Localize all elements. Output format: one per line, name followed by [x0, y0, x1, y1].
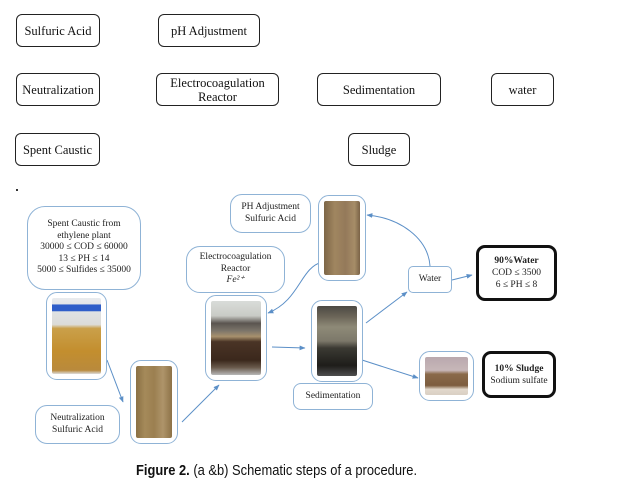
box-sedimentation: Sedimentation: [317, 73, 441, 106]
ph-adjustment-step-box: PH Adjustment Sulfuric Acid: [230, 194, 311, 233]
sludge-result-box: 10% Sludge Sodium sulfate: [482, 351, 556, 398]
sedimentation-step-label: Sedimentation: [305, 390, 361, 401]
water-result-line-1: COD ≤ 3500: [491, 268, 542, 278]
sludge-result-line-1: Sodium sulfate: [490, 375, 548, 386]
neutralization-step-line-2: Sulfuric Acid: [52, 424, 103, 435]
bottle-image: [52, 298, 101, 374]
stray-dot: [16, 189, 18, 191]
spent-caustic-source-box: Spent Caustic from ethylene plant 30000 …: [27, 206, 141, 290]
water-result-box: 90%Water COD ≤ 3500 6 ≤ PH ≤ 8: [476, 245, 557, 301]
arrow-sedimentation-to-sludge: [361, 359, 419, 379]
photo-electrocoagulation-reactor: [205, 295, 267, 381]
arrow-sedimentation-to-water: [365, 291, 408, 324]
neutralization-step-line-1: Neutralization: [50, 413, 105, 423]
neutralization-step-box: Neutralization Sulfuric Acid: [35, 405, 120, 444]
box-electrocoagulation-label-2: Reactor: [198, 89, 237, 104]
figure-caption-text: (a &b) Schematic steps of a procedure.: [189, 462, 418, 479]
box-sludge: Sludge: [348, 133, 410, 166]
box-spent-caustic: Spent Caustic: [15, 133, 100, 166]
box-ph-adjustment-label: pH Adjustment: [170, 23, 248, 38]
neutralized-image: [136, 366, 172, 438]
water-step-label: Water: [418, 273, 442, 284]
spent-caustic-line-1: Spent Caustic from: [47, 219, 121, 230]
water-step-box: Water: [408, 266, 452, 293]
photo-neutralized-sample: [130, 360, 178, 444]
reactor-image: [211, 301, 261, 375]
electrocoagulation-step-box: Electrocoagulation Reactor Fe²⁺: [186, 246, 285, 293]
spent-caustic-line-3: 30000 ≤ COD ≤ 60000: [40, 242, 128, 253]
box-neutralization: Neutralization: [16, 73, 100, 106]
photo-ph-adjusted-sample: [318, 195, 366, 281]
box-sulfuric-acid: Sulfuric Acid: [16, 14, 100, 47]
ph-adjustment-step-line-2: Sulfuric Acid: [245, 213, 296, 224]
arrow-water-to-result: [451, 273, 473, 281]
box-ph-adjustment: pH Adjustment: [158, 14, 260, 47]
sludge-image: [425, 357, 468, 395]
spent-caustic-line-2: ethylene plant: [57, 230, 111, 241]
box-spent-caustic-label: Spent Caustic: [22, 142, 93, 157]
photo-sludge-sample: [419, 351, 474, 401]
ph-adjustment-step-line-1: PH Adjustment: [241, 202, 300, 212]
arrow-reactor-to-sedimentation: [271, 345, 306, 351]
sedimentation-step-box: Sedimentation: [293, 383, 373, 410]
electrocoagulation-step-line-2: Reactor: [220, 263, 251, 274]
figure-caption: Figure 2. (a &b) Schematic steps of a pr…: [136, 462, 417, 479]
box-water-label: water: [508, 82, 537, 97]
sedimentation-image: [317, 306, 357, 376]
figure-caption-label: Figure 2.: [136, 462, 190, 479]
box-electrocoagulation-reactor: Electrocoagulation Reactor: [156, 73, 279, 106]
spent-caustic-line-4: 13 ≤ PH ≤ 14: [58, 253, 110, 264]
water-result-line-2: 6 ≤ PH ≤ 8: [495, 280, 538, 290]
arrow-neutralized-to-reactor: [181, 384, 220, 423]
box-sulfuric-acid-label: Sulfuric Acid: [24, 23, 92, 38]
ph-adjusted-image: [324, 201, 360, 275]
arrow-water-to-ph: [366, 213, 431, 267]
box-neutralization-label: Neutralization: [22, 82, 94, 97]
box-sludge-label: Sludge: [361, 142, 397, 157]
arrow-bottle-to-neutralized: [106, 359, 124, 403]
sludge-result-title: 10% Sludge: [494, 363, 544, 374]
electrocoagulation-step-line-1: Electrocoagulation: [199, 252, 272, 263]
photo-sedimentation-sample: [311, 300, 363, 382]
box-water: water: [491, 73, 554, 106]
electrocoagulation-formula: Fe²⁺: [226, 275, 245, 286]
photo-spent-caustic-bottle: [46, 292, 107, 380]
spent-caustic-line-5: 5000 ≤ Sulfides ≤ 35000: [37, 265, 131, 276]
box-electrocoagulation-label-1: Electrocoagulation: [170, 75, 265, 90]
water-result-title: 90%Water: [494, 256, 539, 266]
box-sedimentation-label: Sedimentation: [342, 82, 416, 97]
